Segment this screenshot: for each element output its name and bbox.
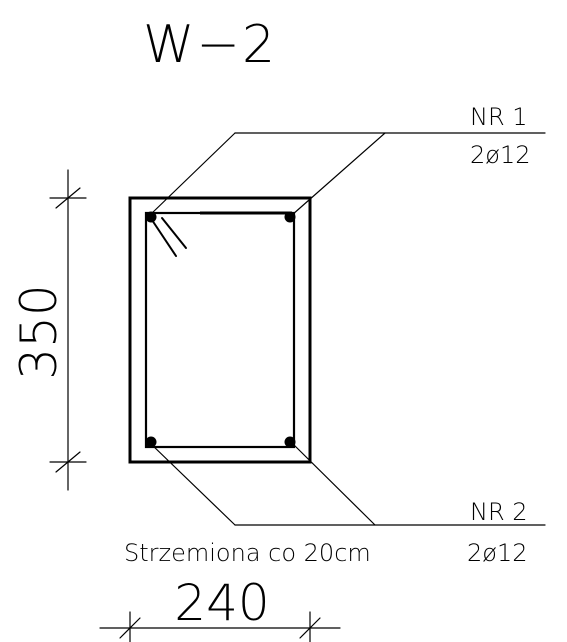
top-leader: [149, 132, 546, 216]
bottom-bar-number-label: NR 2: [470, 498, 528, 526]
width-dimension-text: 240: [174, 574, 269, 632]
stirrup-spacing-note: Strzemiona co 20cm: [124, 539, 371, 567]
concrete-section-outline: [128, 196, 312, 464]
bottom-bar-spec-label: 2ø12: [467, 539, 528, 567]
rebar-top-right: [284, 211, 296, 223]
stirrup: [144, 211, 296, 449]
rebar-bottom-left: [145, 436, 157, 448]
top-bar-spec-label: 2ø12: [470, 141, 531, 169]
stirrup-hook: [151, 217, 187, 257]
rebar-top-left: [145, 211, 157, 223]
drawing-title: W−2: [143, 15, 277, 75]
rebar-bottom-right: [284, 436, 296, 448]
width-dimension-line: [99, 611, 341, 642]
top-bar-number-label: NR 1: [470, 103, 528, 131]
height-dimension-text: 350: [10, 284, 68, 379]
height-dimension-line: [49, 169, 87, 491]
bottom-leader: [149, 442, 546, 526]
